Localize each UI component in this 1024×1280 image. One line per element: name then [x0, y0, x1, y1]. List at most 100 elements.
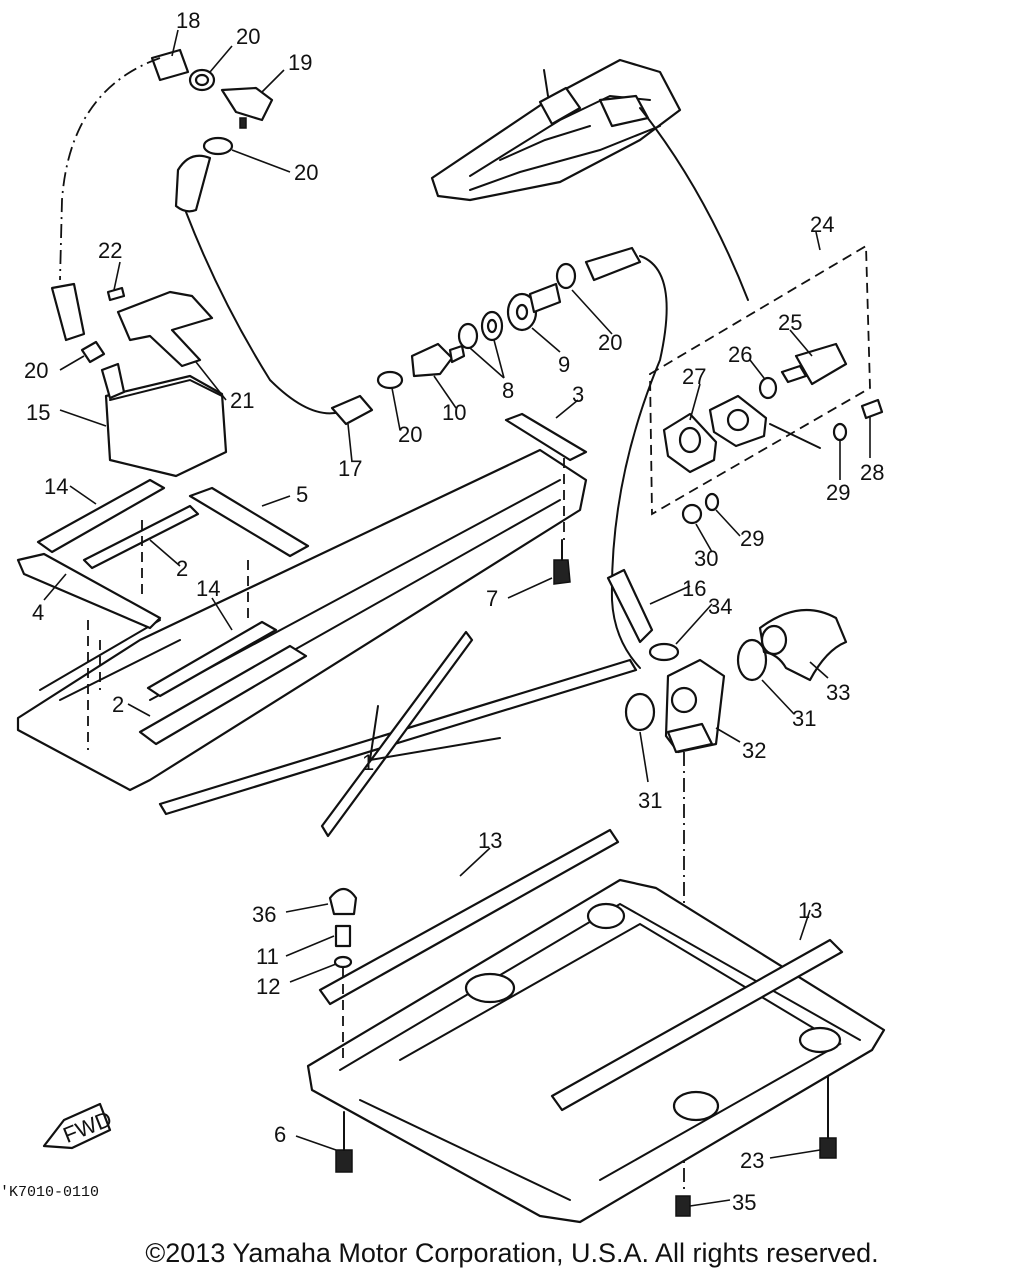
strip-13-right [550, 938, 844, 1112]
hose-upper-short [174, 154, 212, 213]
callout-35: 35 [732, 1190, 756, 1215]
callout-36: 36 [252, 902, 276, 927]
bolt-7 [553, 539, 571, 585]
clamp-31-left [624, 692, 656, 732]
callout-16: 16 [682, 576, 706, 601]
watercraft-illustration [430, 58, 682, 202]
fitting-19 [220, 86, 274, 129]
hose-18 [150, 48, 190, 82]
leader-1a [369, 705, 379, 761]
callout-11: 11 [256, 944, 279, 969]
callout-27: 27 [682, 364, 706, 389]
callout-3: 3 [572, 382, 584, 407]
plate-2-left [82, 504, 200, 570]
callout-18: 18 [176, 8, 200, 33]
callout-33: 33 [826, 680, 850, 705]
callout-26: 26 [728, 342, 752, 367]
clamp-31-right [736, 638, 768, 682]
valve-10 [410, 342, 466, 378]
callout-13-right: 13 [798, 898, 822, 923]
plate-3 [504, 412, 588, 462]
callout-2-left: 2 [176, 556, 188, 581]
washer-29a [832, 422, 848, 442]
screw-22 [106, 286, 126, 302]
washers-8 [457, 310, 504, 350]
callout-34: 34 [708, 594, 732, 619]
callout-4: 4 [32, 600, 44, 625]
hose-path-right [610, 255, 668, 669]
callout-1: 1 [362, 750, 374, 775]
callout-25: 25 [778, 310, 802, 335]
callout-10: 10 [442, 400, 466, 425]
bolt-6 [335, 1111, 353, 1173]
callout-13-left: 13 [478, 828, 502, 853]
callout-21: 21 [230, 388, 254, 413]
callout-20-right: 20 [598, 330, 622, 355]
callout-20-upper: 20 [294, 160, 318, 185]
callout-9: 9 [558, 352, 570, 377]
joint-32 [664, 658, 726, 754]
callout-8: 8 [502, 378, 514, 403]
callout-numbers: 18 20 19 20 22 20 15 21 20 17 10 8 9 20 … [24, 8, 884, 1215]
drawing-code: 'K7010-0110 [0, 1184, 99, 1201]
plate-2-center [138, 644, 308, 746]
bolt-23 [819, 1075, 837, 1159]
callout-23: 23 [740, 1148, 764, 1173]
copyright-notice: ©2013 Yamaha Motor Corporation, U.S.A. A… [145, 1238, 879, 1268]
callout-20-left: 20 [24, 358, 48, 383]
callout-5: 5 [296, 482, 308, 507]
plate-14-center [146, 620, 278, 698]
oring-26 [758, 376, 778, 400]
plate-14-left [36, 478, 166, 554]
callout-14-left: 14 [44, 474, 68, 499]
hose-right-short [584, 246, 642, 282]
fitting-9 [506, 282, 562, 332]
box-15 [100, 362, 228, 478]
callout-29-right: 29 [826, 480, 850, 505]
cap-36 [328, 887, 358, 916]
hose-left-short [50, 282, 86, 342]
leader-housing [769, 423, 821, 449]
callout-28: 28 [860, 460, 884, 485]
plate-5 [188, 486, 310, 558]
clamp-20-center [376, 370, 404, 390]
strip-13-left [318, 828, 620, 1006]
cable-to-switch [639, 107, 749, 301]
bolt-35 [675, 1195, 691, 1217]
assembly-box-24 [649, 244, 871, 516]
fwd-arrow-icon: FWD [42, 1102, 115, 1150]
gasket-27 [662, 412, 718, 474]
callout-19: 19 [288, 50, 312, 75]
washer-12 [333, 955, 353, 969]
leader-1b [369, 737, 501, 761]
spacer-11 [334, 924, 352, 948]
leader-lines [43, 29, 871, 1207]
callout-20-top: 20 [236, 24, 260, 49]
switch-25 [780, 342, 848, 386]
hose-16 [606, 568, 654, 644]
callout-22: 22 [98, 238, 122, 263]
clamp-20-top [188, 68, 216, 92]
callout-30: 30 [694, 546, 718, 571]
strip-1-lower [320, 630, 474, 838]
callout-24: 24 [810, 212, 834, 237]
callout-6: 6 [274, 1122, 286, 1147]
callout-31-left: 31 [638, 788, 662, 813]
callout-20-center: 20 [398, 422, 422, 447]
callout-31-right: 31 [792, 706, 816, 731]
clamp-20-left [80, 340, 106, 364]
clamp-34 [648, 642, 680, 662]
callout-2-center: 2 [112, 692, 124, 717]
screw-28 [860, 398, 884, 420]
nut-30 [681, 503, 703, 525]
elbow-33 [758, 608, 848, 682]
washer-29b [704, 492, 720, 512]
callout-12: 12 [256, 974, 280, 999]
hose-17 [330, 394, 374, 426]
plate-4 [16, 552, 162, 630]
frame-bottom [306, 878, 886, 1224]
callout-15: 15 [26, 400, 50, 425]
callout-17: 17 [338, 456, 362, 481]
hose-path-center [185, 211, 341, 415]
